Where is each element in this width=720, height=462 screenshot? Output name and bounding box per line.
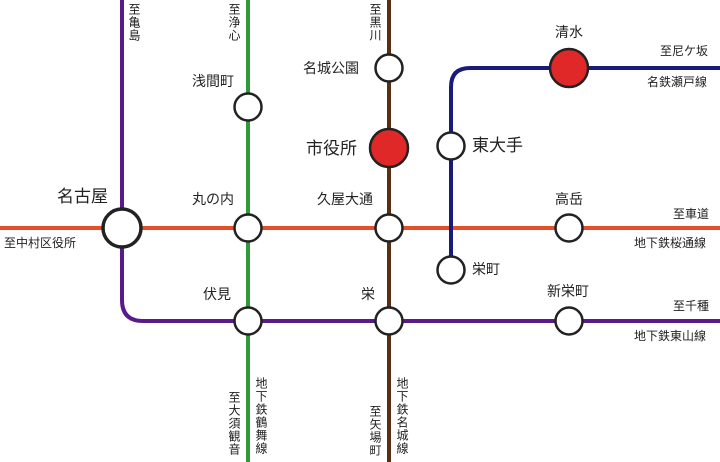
direction-joshin: 至浄心: [227, 3, 241, 42]
station-shimizu-label[interactable]: 清水: [555, 25, 583, 41]
line-name-tsurumai: 地下鉄鶴舞線: [254, 377, 268, 455]
station-sakaemachi-label[interactable]: 栄町: [472, 262, 500, 278]
station-sengencho-marker[interactable]: [233, 92, 263, 122]
direction-yabacho: 至矢場町: [368, 405, 382, 457]
line-name-meijo: 地下鉄名城線: [395, 377, 409, 455]
station-higashi-ote-marker[interactable]: [436, 131, 466, 161]
station-marunouchi-label[interactable]: 丸の内: [192, 192, 234, 208]
station-shimizu-marker[interactable]: [548, 47, 590, 89]
station-sakae-marker[interactable]: [374, 306, 404, 336]
station-sengencho-label[interactable]: 浅間町: [192, 74, 234, 90]
station-hisaya-odori-marker[interactable]: [374, 213, 404, 243]
station-shin-sakaemachi-marker[interactable]: [554, 306, 584, 336]
station-higashi-ote-label[interactable]: 東大手: [472, 136, 523, 156]
station-shiyakusho-marker[interactable]: [368, 127, 410, 169]
station-meijo-koen-label[interactable]: 名城公園: [303, 61, 359, 77]
station-fushimi-marker[interactable]: [233, 306, 263, 336]
station-sakae-label[interactable]: 栄: [361, 287, 375, 303]
direction-amagasaka: 至尼ケ坂: [660, 44, 709, 58]
direction-kurumamichi: 至車道: [673, 207, 710, 221]
station-marunouchi-marker[interactable]: [233, 213, 263, 243]
station-hisaya-odori-label[interactable]: 久屋大通: [317, 192, 373, 208]
station-takaoka-marker[interactable]: [554, 213, 584, 243]
direction-kurokawa: 至黒川: [368, 3, 382, 42]
station-sakaemachi-marker[interactable]: [436, 255, 466, 285]
station-fushimi-label[interactable]: 伏見: [203, 287, 231, 303]
station-takaoka-label[interactable]: 高岳: [555, 192, 583, 208]
station-meijo-koen-marker[interactable]: [374, 53, 404, 83]
direction-chikusa: 至千種: [673, 299, 710, 313]
line-name-meitetsu-seto: 名鉄瀬戸線: [647, 75, 708, 89]
direction-nakamura-kuyakusho: 至中村区役所: [4, 236, 77, 250]
direction-kameshima: 至亀島: [127, 3, 141, 42]
meitetsu-seto-line: [449, 66, 720, 270]
station-shiyakusho-label[interactable]: 市役所: [306, 139, 357, 159]
line-name-higashiyama: 地下鉄東山線: [634, 329, 707, 343]
line-name-sakuradori: 地下鉄桜通線: [634, 236, 707, 250]
higashiyama-line: [120, 0, 720, 323]
station-nagoya-marker[interactable]: [101, 207, 143, 249]
station-shin-sakaemachi-label[interactable]: 新栄町: [547, 284, 589, 300]
direction-osu-kannon: 至大須観音: [227, 391, 241, 456]
station-nagoya-label[interactable]: 名古屋: [57, 187, 108, 207]
